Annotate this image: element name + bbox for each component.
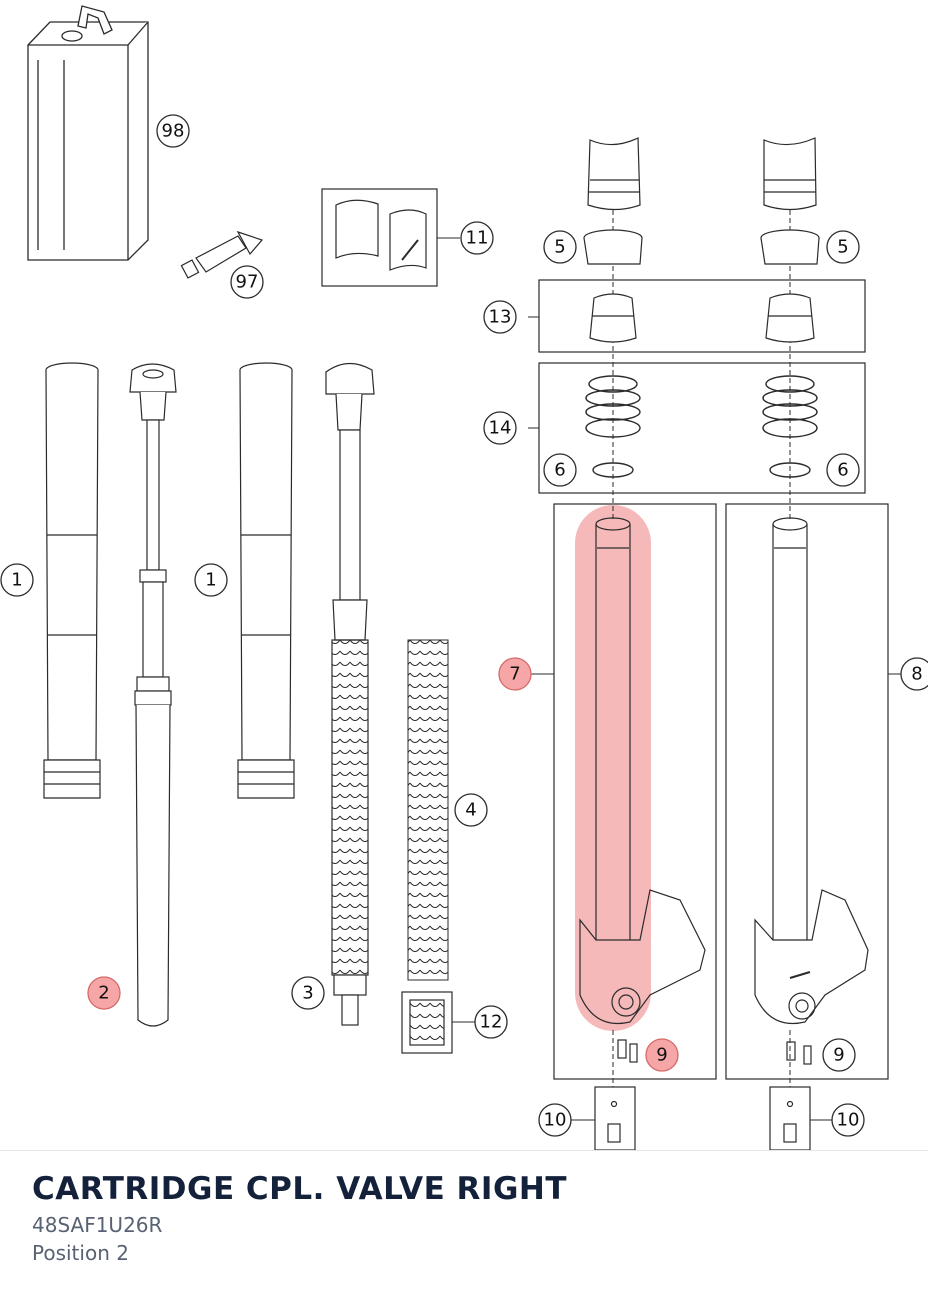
- callout-7-label: 7: [509, 664, 520, 685]
- callout-2[interactable]: [87, 976, 121, 1010]
- callout-10-left[interactable]: [538, 1103, 572, 1137]
- callout-13-label: 13: [489, 307, 512, 328]
- bushing-set-box[interactable]: [321, 188, 438, 287]
- callout-9-right-label: 9: [833, 1045, 844, 1066]
- callout-1-right-label: 1: [205, 570, 216, 591]
- oil-can[interactable]: [27, 5, 149, 261]
- callout-13[interactable]: [483, 300, 517, 334]
- callout-6-right[interactable]: [826, 453, 860, 487]
- bolt-box-right[interactable]: [769, 1086, 811, 1150]
- outer-tube-right[interactable]: [237, 362, 295, 799]
- callout-14[interactable]: [483, 411, 517, 445]
- callout-9-left-label: 9: [656, 1045, 667, 1066]
- cartridge-with-spring[interactable]: [325, 362, 375, 1026]
- callout-10-right-label: 10: [837, 1110, 860, 1131]
- cartridge-valve-right[interactable]: [129, 363, 177, 1027]
- grease-tube[interactable]: [180, 230, 264, 279]
- callout-5-right-label: 5: [837, 237, 848, 258]
- callout-2-label: 2: [98, 983, 109, 1004]
- outer-tube-right-box[interactable]: [725, 503, 889, 1080]
- callout-6-right-label: 6: [837, 460, 848, 481]
- callout-1-right[interactable]: [194, 563, 228, 597]
- callout-1-left[interactable]: [0, 563, 34, 597]
- spring-spacer-box[interactable]: [401, 991, 453, 1054]
- callout-6-left-label: 6: [554, 460, 565, 481]
- bolt-box-left[interactable]: [594, 1086, 636, 1150]
- selected-part-highlight: [575, 505, 651, 1031]
- fork-top-caps: [587, 137, 817, 211]
- part-position: Position 2: [32, 1241, 129, 1265]
- fork-spring[interactable]: [407, 639, 449, 981]
- callout-4-label: 4: [465, 800, 476, 821]
- callout-9-left[interactable]: [645, 1038, 679, 1072]
- clamp-ring-left[interactable]: [583, 229, 643, 265]
- callout-1-left-label: 1: [11, 570, 22, 591]
- callout-8-label: 8: [911, 664, 922, 685]
- callout-5-left-label: 5: [554, 237, 565, 258]
- part-number: 48SAF1U26R: [32, 1213, 163, 1237]
- outer-tube-left[interactable]: [43, 362, 101, 799]
- exploded-parts-diagram: 98 97 11 5 5 13 14 6 6 1 1 7 8 4 2 3 12 …: [0, 5, 928, 1150]
- callout-12-label: 12: [480, 1012, 503, 1033]
- callout-97[interactable]: [230, 265, 264, 299]
- callout-98[interactable]: [156, 114, 190, 148]
- callout-10-left-label: 10: [544, 1110, 567, 1131]
- seal-kit-box[interactable]: [538, 362, 866, 494]
- callout-7[interactable]: [498, 657, 532, 691]
- fork-leg-left: [579, 517, 706, 1063]
- clamp-ring-right[interactable]: [760, 229, 820, 265]
- callout-6-left[interactable]: [543, 453, 577, 487]
- callout-10-right[interactable]: [831, 1103, 865, 1137]
- dust-seal-box[interactable]: [538, 279, 866, 353]
- callout-11[interactable]: [460, 221, 494, 255]
- callout-97-label: 97: [236, 272, 259, 293]
- callout-12[interactable]: [474, 1005, 508, 1039]
- callout-98-label: 98: [162, 121, 185, 142]
- callout-5-right[interactable]: [826, 230, 860, 264]
- fork-leg-right: [754, 517, 869, 1065]
- part-title: CARTRIDGE CPL. VALVE RIGHT: [32, 1171, 567, 1207]
- callout-9-right[interactable]: [822, 1038, 856, 1072]
- outer-tube-left-box[interactable]: [553, 503, 717, 1080]
- callout-11-label: 11: [466, 228, 489, 249]
- callout-4[interactable]: [454, 793, 488, 827]
- part-info-footer: CARTRIDGE CPL. VALVE RIGHT 48SAF1U26R Po…: [0, 1150, 928, 1291]
- callout-8[interactable]: [900, 657, 928, 691]
- callout-5-left[interactable]: [543, 230, 577, 264]
- callout-3-label: 3: [302, 983, 313, 1004]
- callout-14-label: 14: [489, 418, 512, 439]
- callout-3[interactable]: [291, 976, 325, 1010]
